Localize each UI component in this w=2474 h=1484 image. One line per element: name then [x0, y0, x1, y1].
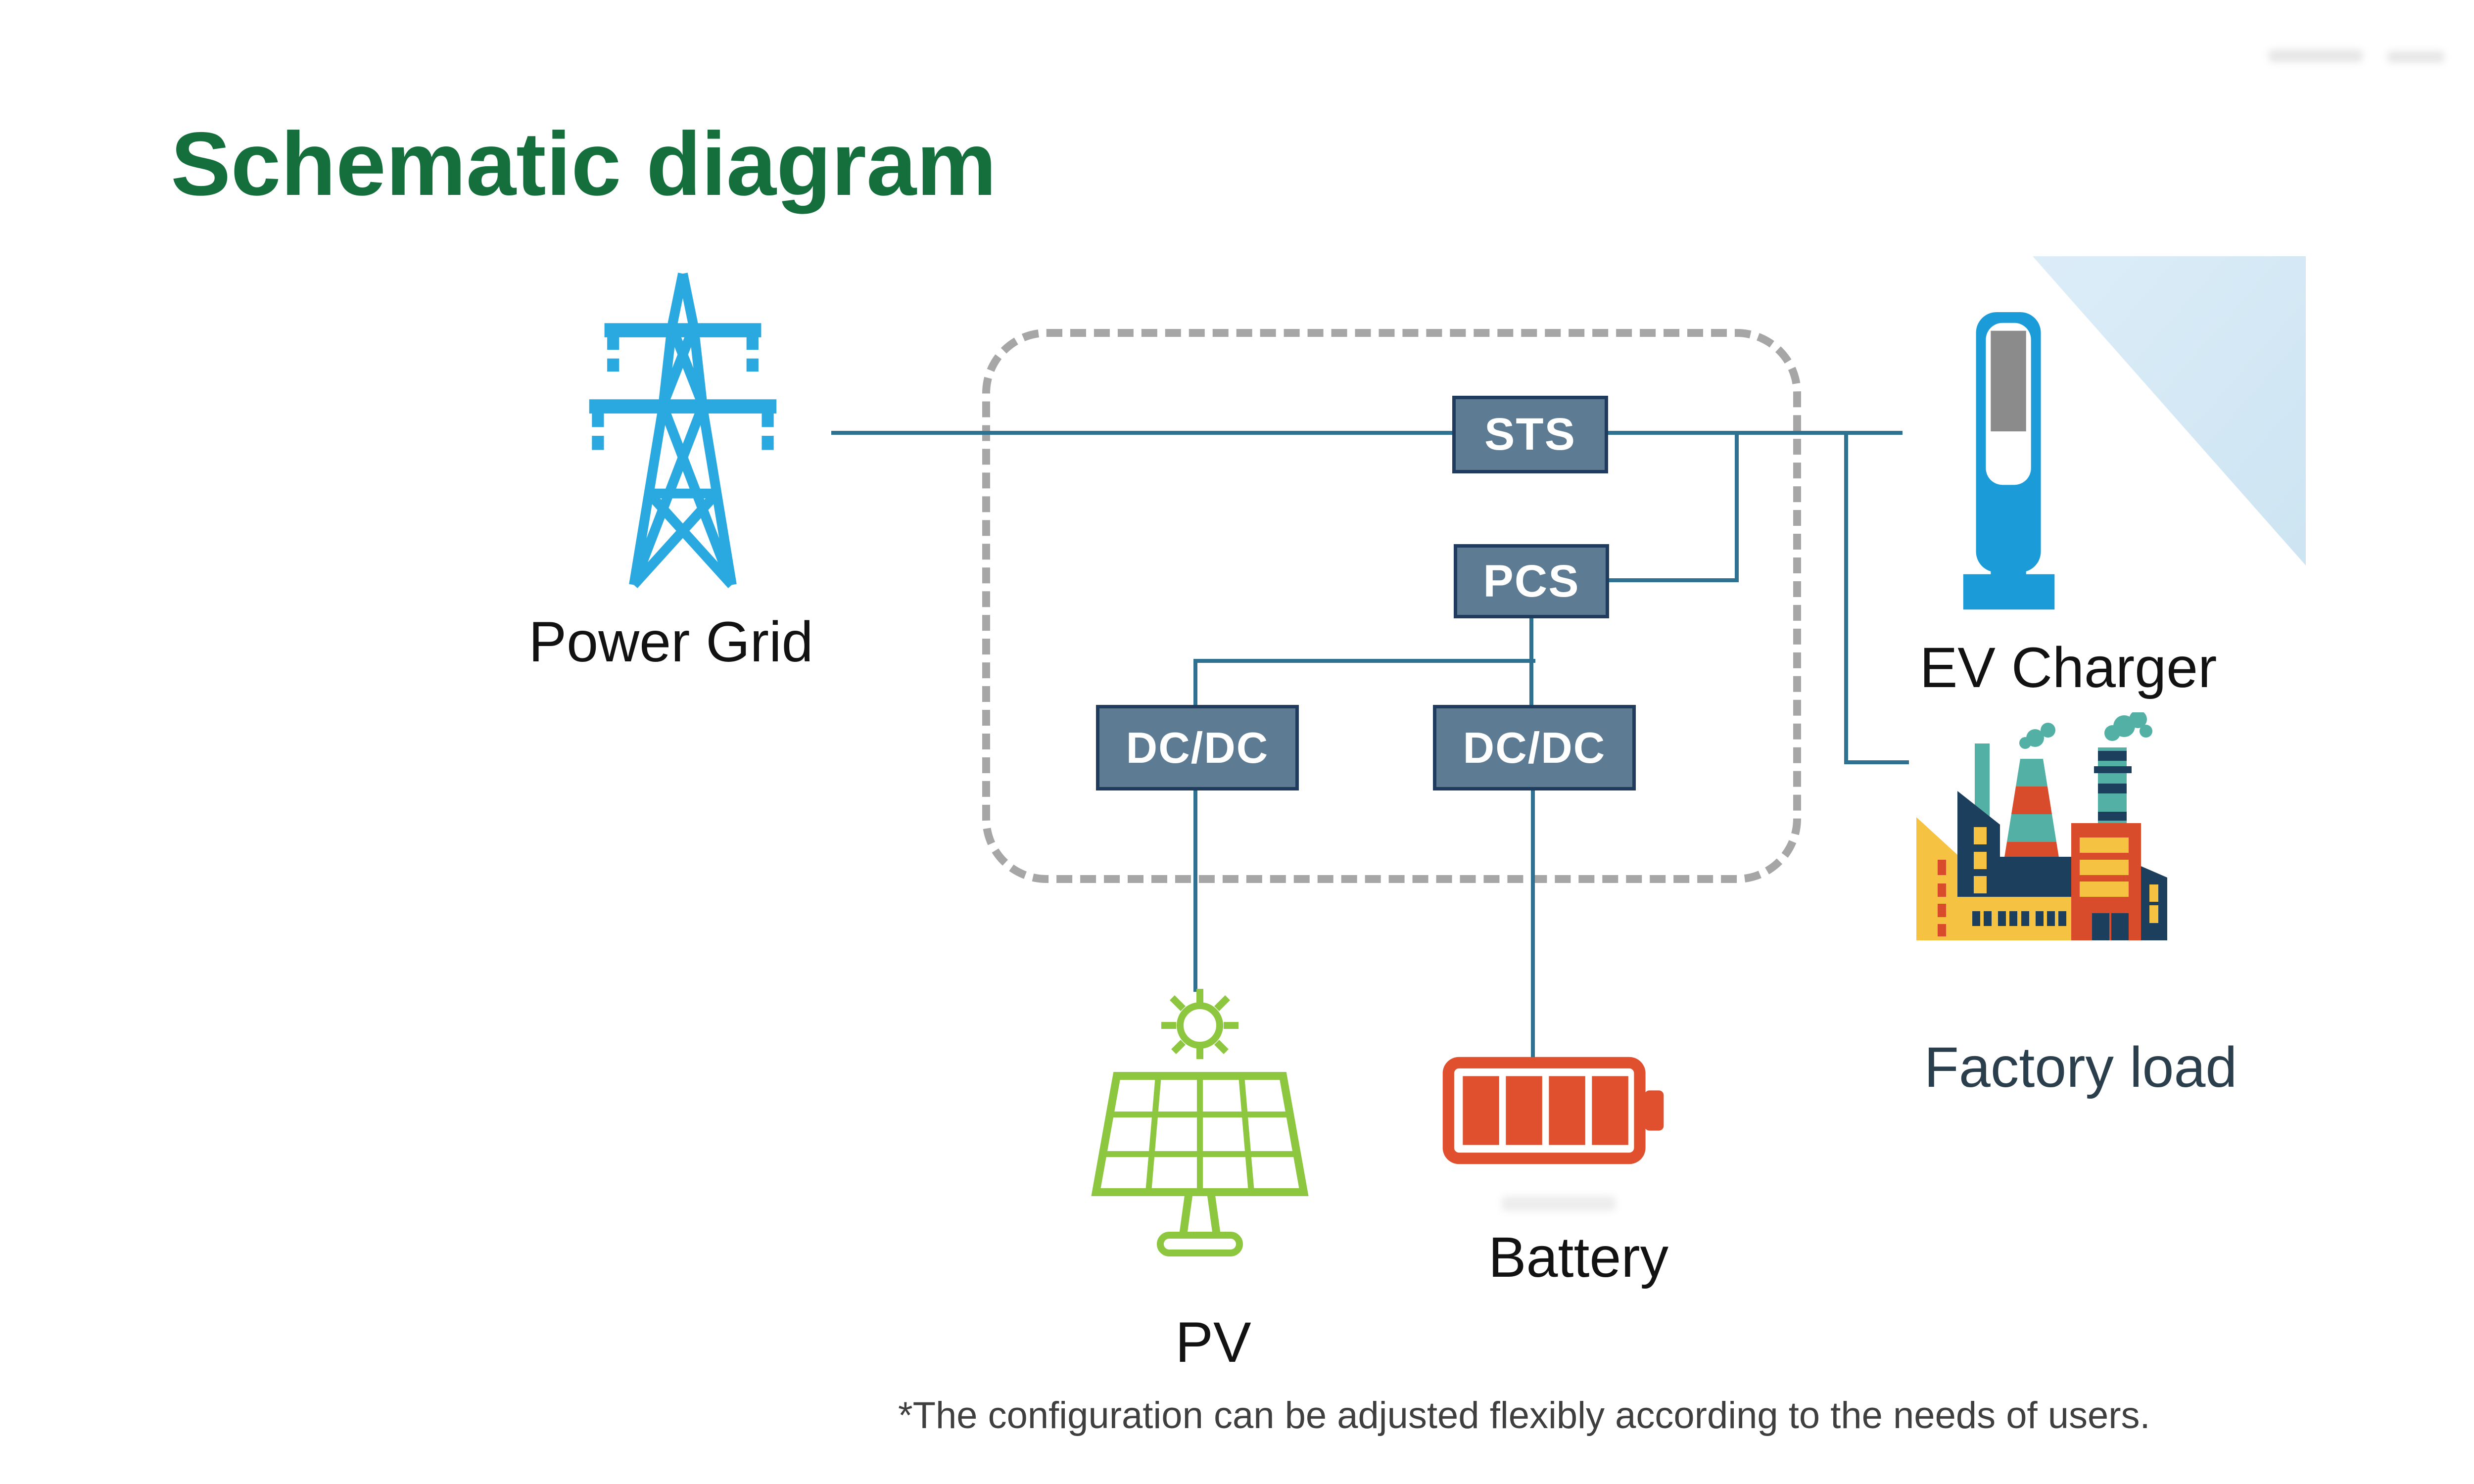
- banded-chimney: [2094, 747, 2132, 824]
- pcs-box-label: PCS: [1483, 556, 1580, 606]
- navy-building-windows: [1974, 827, 1987, 893]
- panel-grid-lines: [1103, 1075, 1297, 1193]
- wire-pcs-right-stub: [1609, 578, 1739, 582]
- faint-artifact-top-right-2: [2387, 51, 2444, 63]
- yellow-building-windows: [1938, 860, 1946, 936]
- page-title: Schematic diagram: [171, 113, 997, 214]
- wire-battery-feed: [1531, 789, 1535, 1060]
- dcdc-right-box: DC/DC: [1433, 705, 1636, 790]
- sun-rays: [1161, 989, 1238, 1059]
- battery-cells: [1463, 1076, 1628, 1145]
- footnote: *The configuration can be adjusted flexi…: [898, 1394, 2150, 1437]
- battery-label: Battery: [1488, 1226, 1669, 1289]
- factory-smoke: [2019, 712, 2152, 749]
- system-boundary-dashed-box: [982, 329, 1801, 883]
- factory-window-row: [1972, 911, 2066, 926]
- sts-box: STS: [1452, 396, 1608, 473]
- pv-label: PV: [1175, 1311, 1251, 1374]
- wire-dcdc-branch: [1193, 659, 1535, 663]
- dcdc-left-box-label: DC/DC: [1126, 723, 1269, 772]
- power-grid-label: Power Grid: [528, 610, 813, 674]
- red-building-windows: [2080, 837, 2129, 897]
- faint-artifact-top-right: [2269, 49, 2363, 62]
- battery-icon: [1442, 1057, 1664, 1164]
- solar-panel-sun-icon: [1091, 989, 1309, 1256]
- factory-load-label: Factory load: [1924, 1036, 2237, 1099]
- wire-sts-pcs-vertical: [1735, 433, 1739, 582]
- dcdc-left-box: DC/DC: [1096, 705, 1299, 790]
- corner-building-windows: [2149, 884, 2158, 923]
- dcdc-right-box-label: DC/DC: [1463, 723, 1606, 772]
- ev-charging-station-icon: [1963, 312, 2055, 610]
- sts-box-label: STS: [1484, 409, 1576, 460]
- transmission-tower-icon: [589, 273, 777, 589]
- pcs-box: PCS: [1454, 544, 1609, 618]
- factory-buildings-icon: [1916, 712, 2167, 940]
- corner-triangle-decoration: [2033, 256, 2306, 565]
- wire-factory-horizontal: [1846, 760, 1909, 764]
- wire-pv-feed: [1193, 789, 1197, 992]
- ev-charger-label: EV Charger: [1919, 636, 2217, 699]
- wire-grid-bus: [831, 431, 1903, 435]
- faint-watermark-under-battery: [1502, 1196, 1616, 1211]
- wire-dcdc-left-drop: [1193, 662, 1197, 707]
- wire-factory-vertical: [1844, 433, 1848, 764]
